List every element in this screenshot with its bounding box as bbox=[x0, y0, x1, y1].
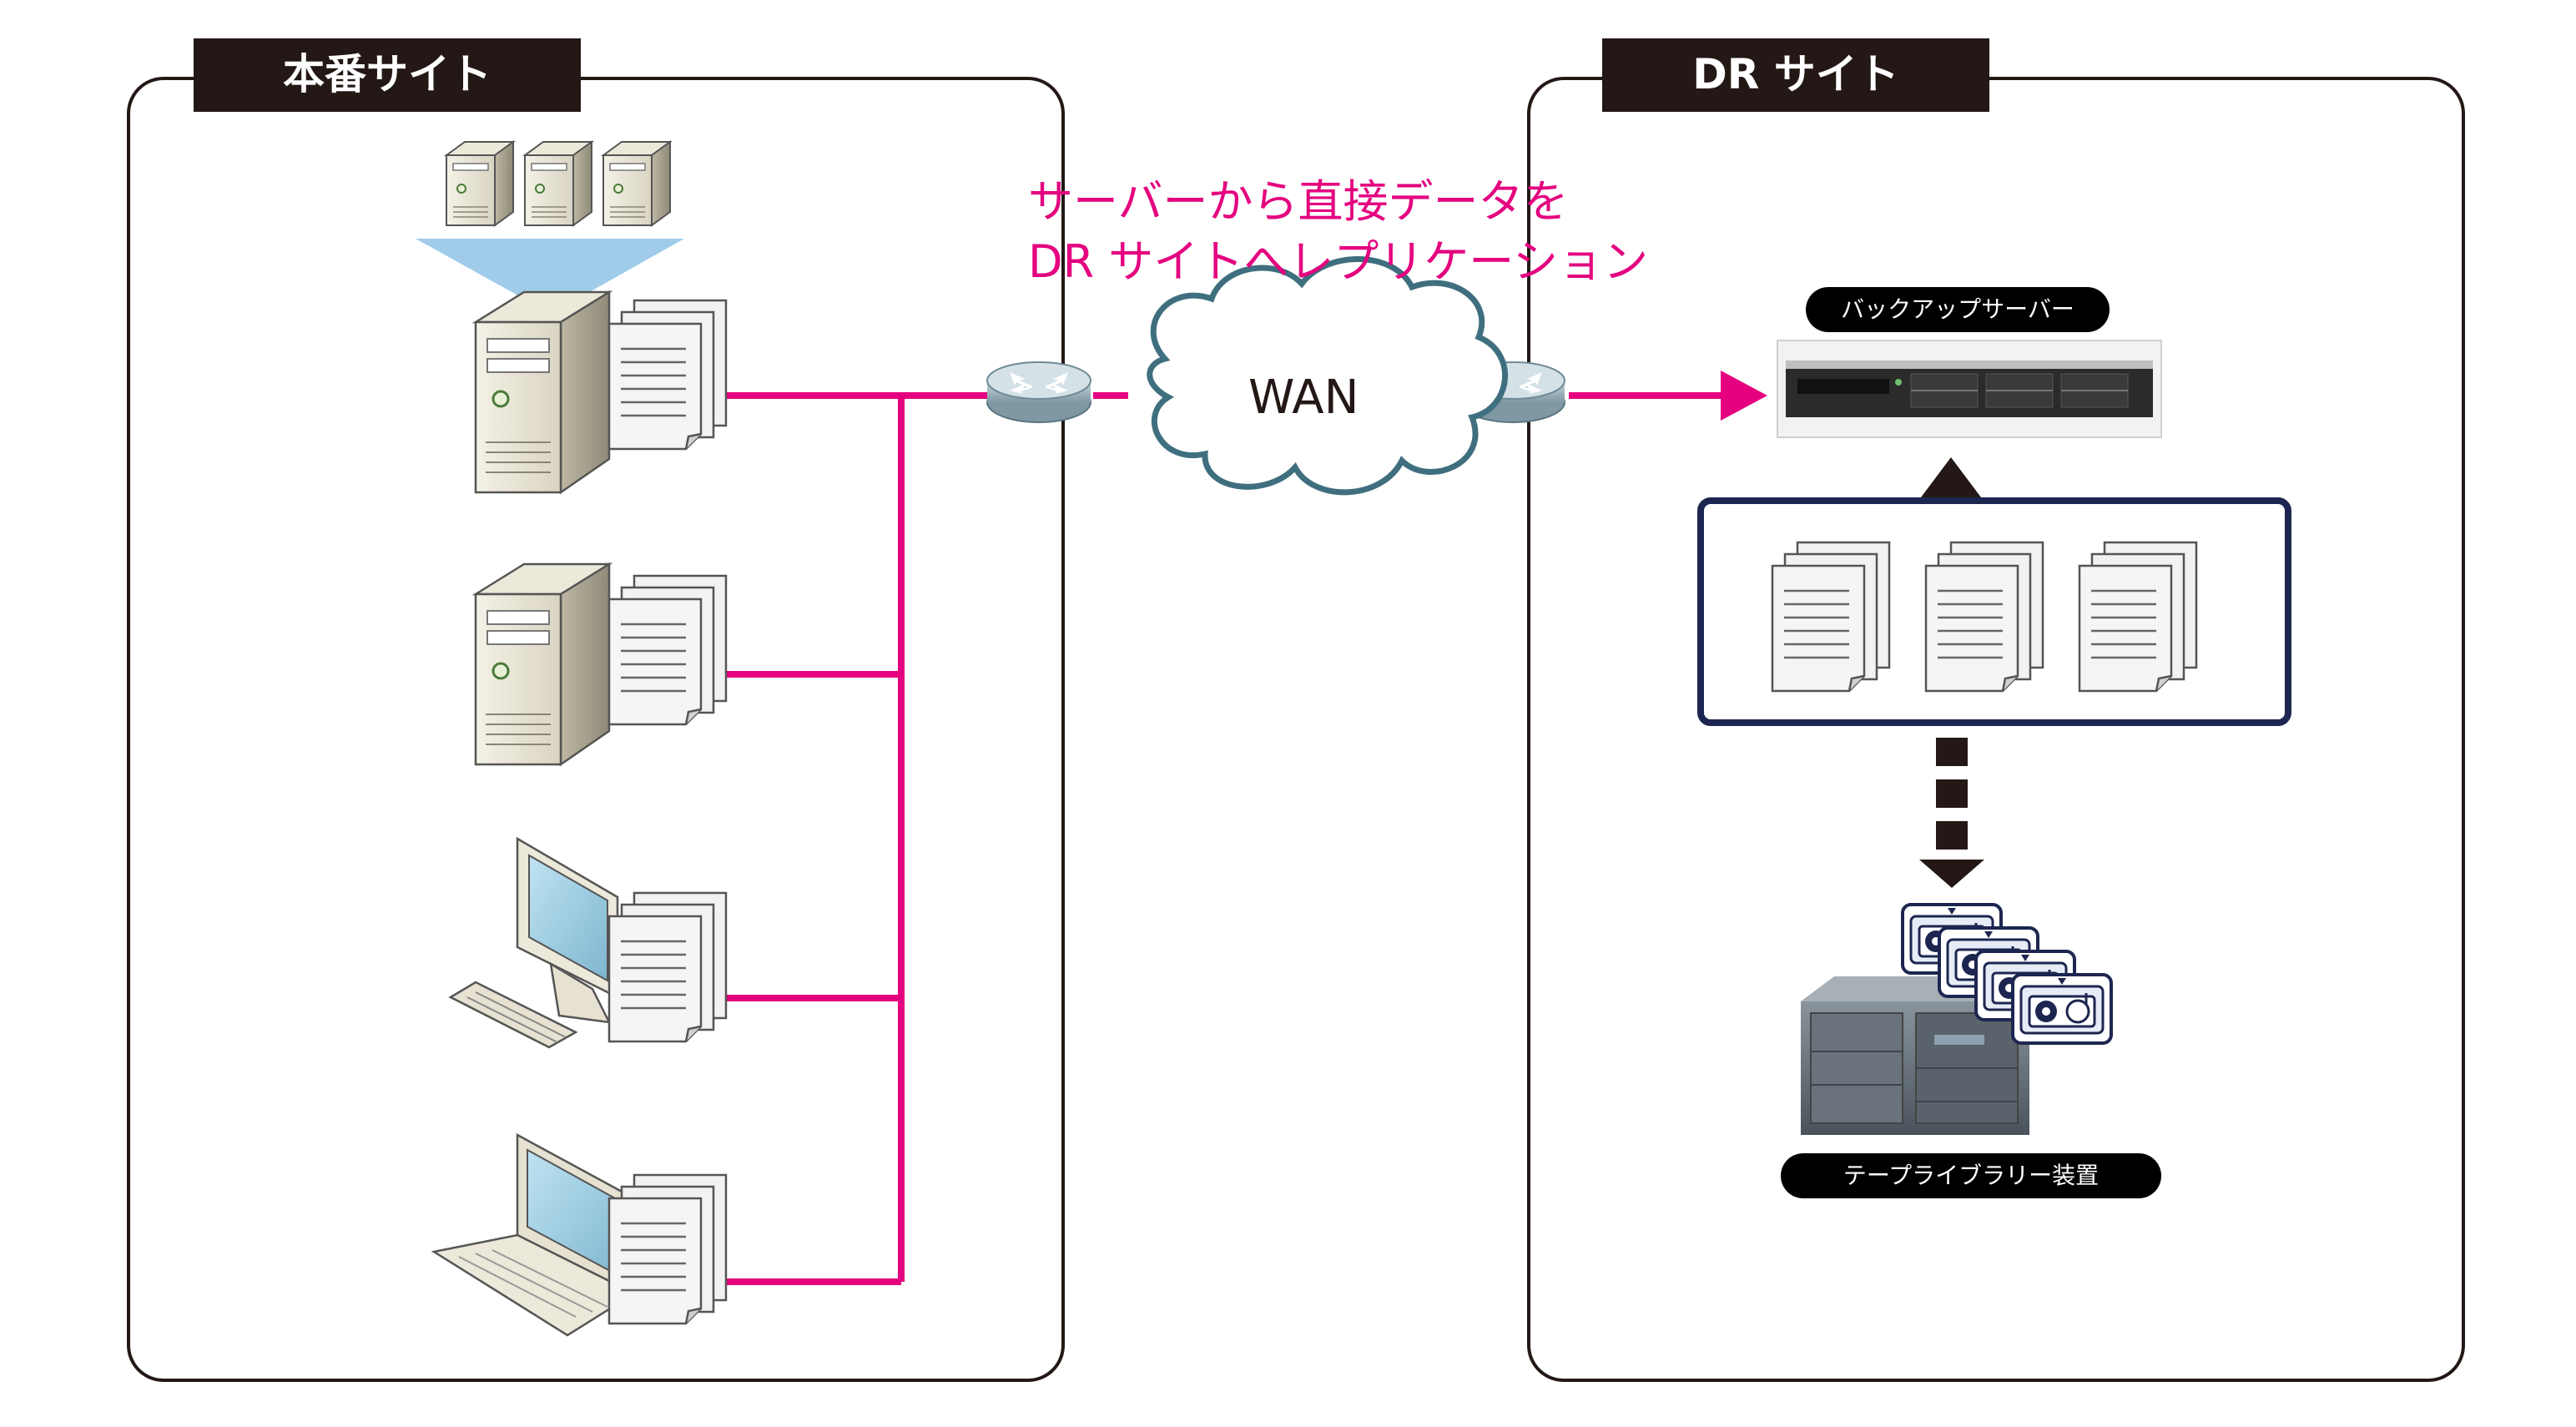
up-arrow-icon bbox=[1921, 457, 1981, 497]
physical-server-icon bbox=[474, 290, 611, 494]
laptop-icon bbox=[431, 1132, 637, 1337]
rack-server-icon bbox=[1777, 340, 2162, 438]
consolidation-funnel-icon bbox=[416, 239, 684, 314]
document-icon bbox=[607, 299, 728, 451]
production-site-frame bbox=[127, 77, 1065, 1382]
cloud-icon bbox=[1147, 256, 1509, 496]
document-icon bbox=[1771, 541, 1891, 693]
document-icon bbox=[607, 574, 728, 726]
server-icon bbox=[474, 562, 611, 766]
document-icon bbox=[607, 1173, 728, 1325]
dr-site-title: DR サイト bbox=[1602, 38, 1989, 112]
production-site-title: 本番サイト bbox=[194, 38, 581, 112]
tape-icon bbox=[2011, 973, 2113, 1045]
pc-icon bbox=[448, 836, 619, 1049]
wan-label: WAN bbox=[1248, 371, 1359, 425]
router-icon bbox=[986, 361, 1091, 423]
lan-lines bbox=[726, 392, 1736, 1285]
backup-server-label: バックアップサーバー bbox=[1806, 287, 2110, 332]
dr-site-frame bbox=[1527, 77, 2465, 1382]
replication-arrowhead bbox=[1721, 371, 1767, 421]
virtual-servers bbox=[446, 141, 671, 226]
tape-library-label: テープライブラリー装置 bbox=[1781, 1153, 2161, 1198]
document-icon bbox=[607, 891, 728, 1043]
replication-caption-line1: サーバーから直接データを bbox=[1028, 175, 1569, 228]
document-icon bbox=[2078, 541, 2198, 693]
document-icon bbox=[1924, 541, 2044, 693]
dashed-down-arrow-icon bbox=[1919, 738, 1984, 888]
tape-library-icon bbox=[1801, 976, 2029, 1135]
replication-caption-line2: DR サイトへレプリケーション bbox=[1028, 235, 1649, 288]
